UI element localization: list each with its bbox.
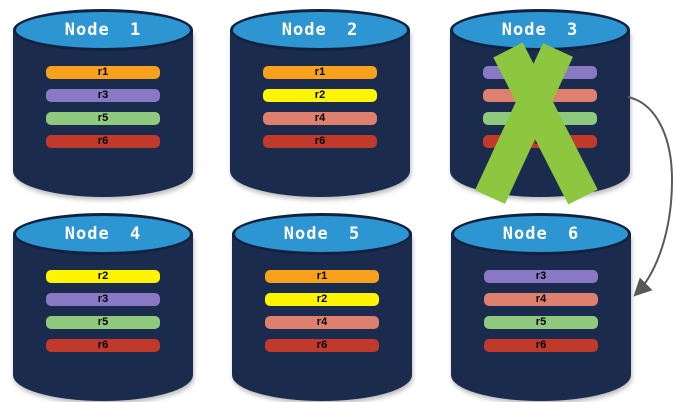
cylinder-top — [451, 213, 631, 255]
cylinder-top — [13, 9, 193, 51]
node-5-label: Node 5 — [283, 224, 361, 244]
replica-bar-r4: r4 — [265, 316, 379, 329]
replica-bar-r6: r6 — [484, 339, 598, 352]
node-5-cylinder: Node 5 r1 r2 r4 r6 — [232, 213, 412, 402]
replica-bar-r5: r5 — [46, 316, 160, 329]
replica-bar-r3: r3 — [46, 89, 160, 102]
replica-bars: r3 r4 r5 r6 — [484, 270, 598, 362]
replica-bar-r6: r6 — [263, 135, 377, 148]
replica-bar-r6: r6 — [265, 339, 379, 352]
node-2-cylinder: Node 2 r1 r2 r4 r6 — [230, 9, 410, 199]
replica-bar-r4: r4 — [263, 112, 377, 125]
replica-bar-r5: r5 — [484, 316, 598, 329]
replica-bar-r3: r3 — [484, 270, 598, 283]
cylinder-top — [13, 213, 193, 255]
node-2-label: Node 2 — [281, 20, 359, 40]
failure-x-icon — [475, 42, 598, 205]
node-6-cylinder: Node 6 r3 r4 r5 r6 — [451, 213, 631, 402]
replica-bars: r1 r2 r4 r6 — [265, 270, 379, 362]
replica-bar-r6: r6 — [46, 339, 160, 352]
node-4-label: Node 4 — [64, 224, 142, 244]
node-4-cylinder: Node 4 r2 r3 r5 r6 — [13, 213, 193, 402]
replica-bars: r2 r3 r5 r6 — [46, 270, 160, 362]
replica-bar-r5: r5 — [46, 112, 160, 125]
cylinder-top — [450, 9, 630, 51]
cylinder-top — [232, 213, 412, 255]
replica-bars: r1 r3 r5 r6 — [46, 66, 160, 158]
replica-bar-r2: r2 — [46, 270, 160, 283]
cylinder-top — [230, 9, 410, 51]
arrow-curve — [627, 96, 674, 297]
node-3-label: Node 3 — [501, 20, 579, 40]
replica-bars: r1 r2 r4 r6 — [263, 66, 377, 158]
x-stroke — [493, 42, 598, 205]
replica-bar-r1: r1 — [263, 66, 377, 79]
node-3-cylinder: Node 3 r3 r4 r5 r6 — [450, 9, 630, 205]
replica-bar-r4: r4 — [484, 293, 598, 306]
replica-bar-r3: r3 — [46, 293, 160, 306]
node-1-label: Node 1 — [64, 20, 142, 40]
replica-bar-r1: r1 — [46, 66, 160, 79]
node-6-label: Node 6 — [502, 224, 580, 244]
replica-bar-r2: r2 — [263, 89, 377, 102]
node-1-cylinder: Node 1 r1 r3 r5 r6 — [13, 9, 193, 199]
replica-bar-r2: r2 — [265, 293, 379, 306]
replica-bar-r1: r1 — [265, 270, 379, 283]
x-stroke — [475, 43, 573, 204]
replica-bar-r6: r6 — [46, 135, 160, 148]
